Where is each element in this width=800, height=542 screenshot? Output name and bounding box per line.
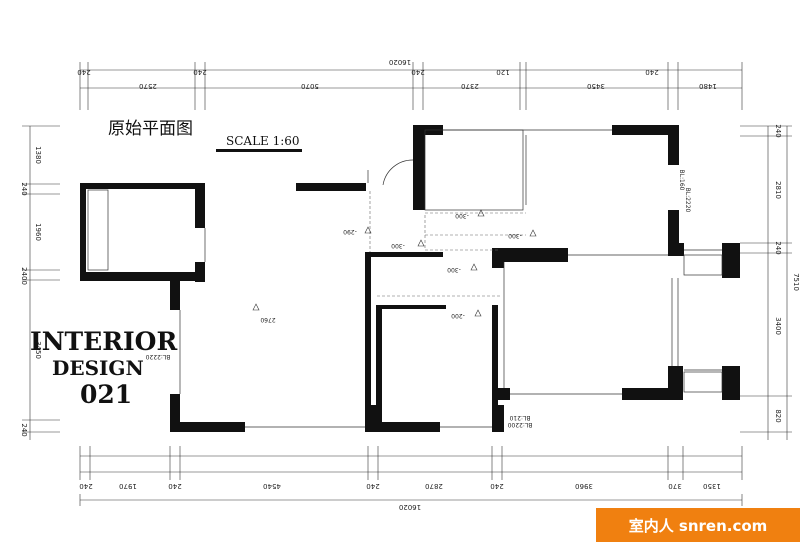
watermark: 室内人 snren.com xyxy=(596,508,800,542)
right-dim: 240 xyxy=(774,241,782,254)
left-dimensions: 1380 240 1960 2400 3450 240 xyxy=(20,146,42,437)
scale-label: SCALE 1:60 xyxy=(226,134,300,148)
plan-title: 原始平面图 xyxy=(108,119,193,139)
brand-line-2: DESIGN xyxy=(52,356,144,380)
level-mark: -300 xyxy=(508,232,522,239)
right-dimensions: 240 2810 240 3400 820 7510 xyxy=(774,124,800,422)
bottom-total-dim: 16020 xyxy=(399,503,421,511)
left-dim: 240 xyxy=(20,182,28,195)
level-marks: -290 -300 -300 -300 -300 -200 2760 xyxy=(252,209,537,323)
level-mark: -300 xyxy=(455,212,469,219)
top-dim: 1480 xyxy=(699,82,717,90)
bottom-dimensions: 240 1970 240 4540 240 2870 240 3960 370 … xyxy=(79,482,721,511)
beam-note: BL:160 xyxy=(678,170,685,191)
bottom-dim: 1350 xyxy=(703,482,721,490)
bottom-dim: 240 xyxy=(366,482,379,490)
top-dim: 240 xyxy=(193,68,206,76)
right-dim: 3400 xyxy=(774,317,782,335)
top-dim: 120 xyxy=(496,68,509,76)
top-dim: 240 xyxy=(411,68,424,76)
left-dim: 3450 xyxy=(34,341,42,359)
thin-lines xyxy=(87,129,723,428)
bottom-dim: 370 xyxy=(668,482,681,490)
level-mark: -200 xyxy=(451,312,465,319)
left-dim: 1960 xyxy=(34,223,42,241)
bottom-dim: 4540 xyxy=(263,482,281,490)
dashed-lines xyxy=(369,191,526,297)
bottom-dim: 240 xyxy=(490,482,503,490)
bottom-dim: 1970 xyxy=(119,482,137,490)
bottom-dim: 3960 xyxy=(575,482,593,490)
top-dim: 240 xyxy=(77,68,90,76)
right-dim: 240 xyxy=(774,124,782,137)
beam-note: BL:2220 xyxy=(684,188,691,213)
bottom-dim: 240 xyxy=(79,482,92,490)
bottom-dim: 2870 xyxy=(425,482,443,490)
top-dim: 2370 xyxy=(461,82,479,90)
bottom-dim: 240 xyxy=(168,482,181,490)
right-dim: 820 xyxy=(774,409,782,422)
beam-note: BL:2220 xyxy=(145,353,170,360)
top-dim: 3450 xyxy=(587,82,605,90)
brand-line-1: INTERIOR xyxy=(30,327,178,356)
level-mark: -300 xyxy=(391,242,405,249)
walls xyxy=(80,125,740,432)
top-dim: 240 xyxy=(645,68,658,76)
right-total-dim: 7510 xyxy=(792,273,800,291)
beam-notes: BL:2220 BL:160 BL:2200 BL:210 BL:2220 xyxy=(145,170,691,428)
left-dim: 2400 xyxy=(20,267,28,285)
brand-line-3: 021 xyxy=(80,380,133,409)
level-mark: 2760 xyxy=(260,316,275,323)
top-dim: 2570 xyxy=(139,82,157,90)
right-dim: 2810 xyxy=(774,181,782,199)
scale-underline xyxy=(216,149,302,152)
level-mark: -290 xyxy=(343,228,357,235)
left-dim: 1380 xyxy=(34,146,42,164)
left-dim: 240 xyxy=(20,423,28,436)
level-mark: -300 xyxy=(447,266,461,273)
top-dim: 5070 xyxy=(301,82,319,90)
beam-note: BL:2200 xyxy=(507,421,532,428)
top-dimensions: 16020 240 2570 240 5070 240 2370 120 345… xyxy=(77,58,717,90)
top-total-dim: 16020 xyxy=(389,58,411,66)
beam-note: BL:210 xyxy=(509,414,530,421)
dimension-lines xyxy=(22,62,792,506)
